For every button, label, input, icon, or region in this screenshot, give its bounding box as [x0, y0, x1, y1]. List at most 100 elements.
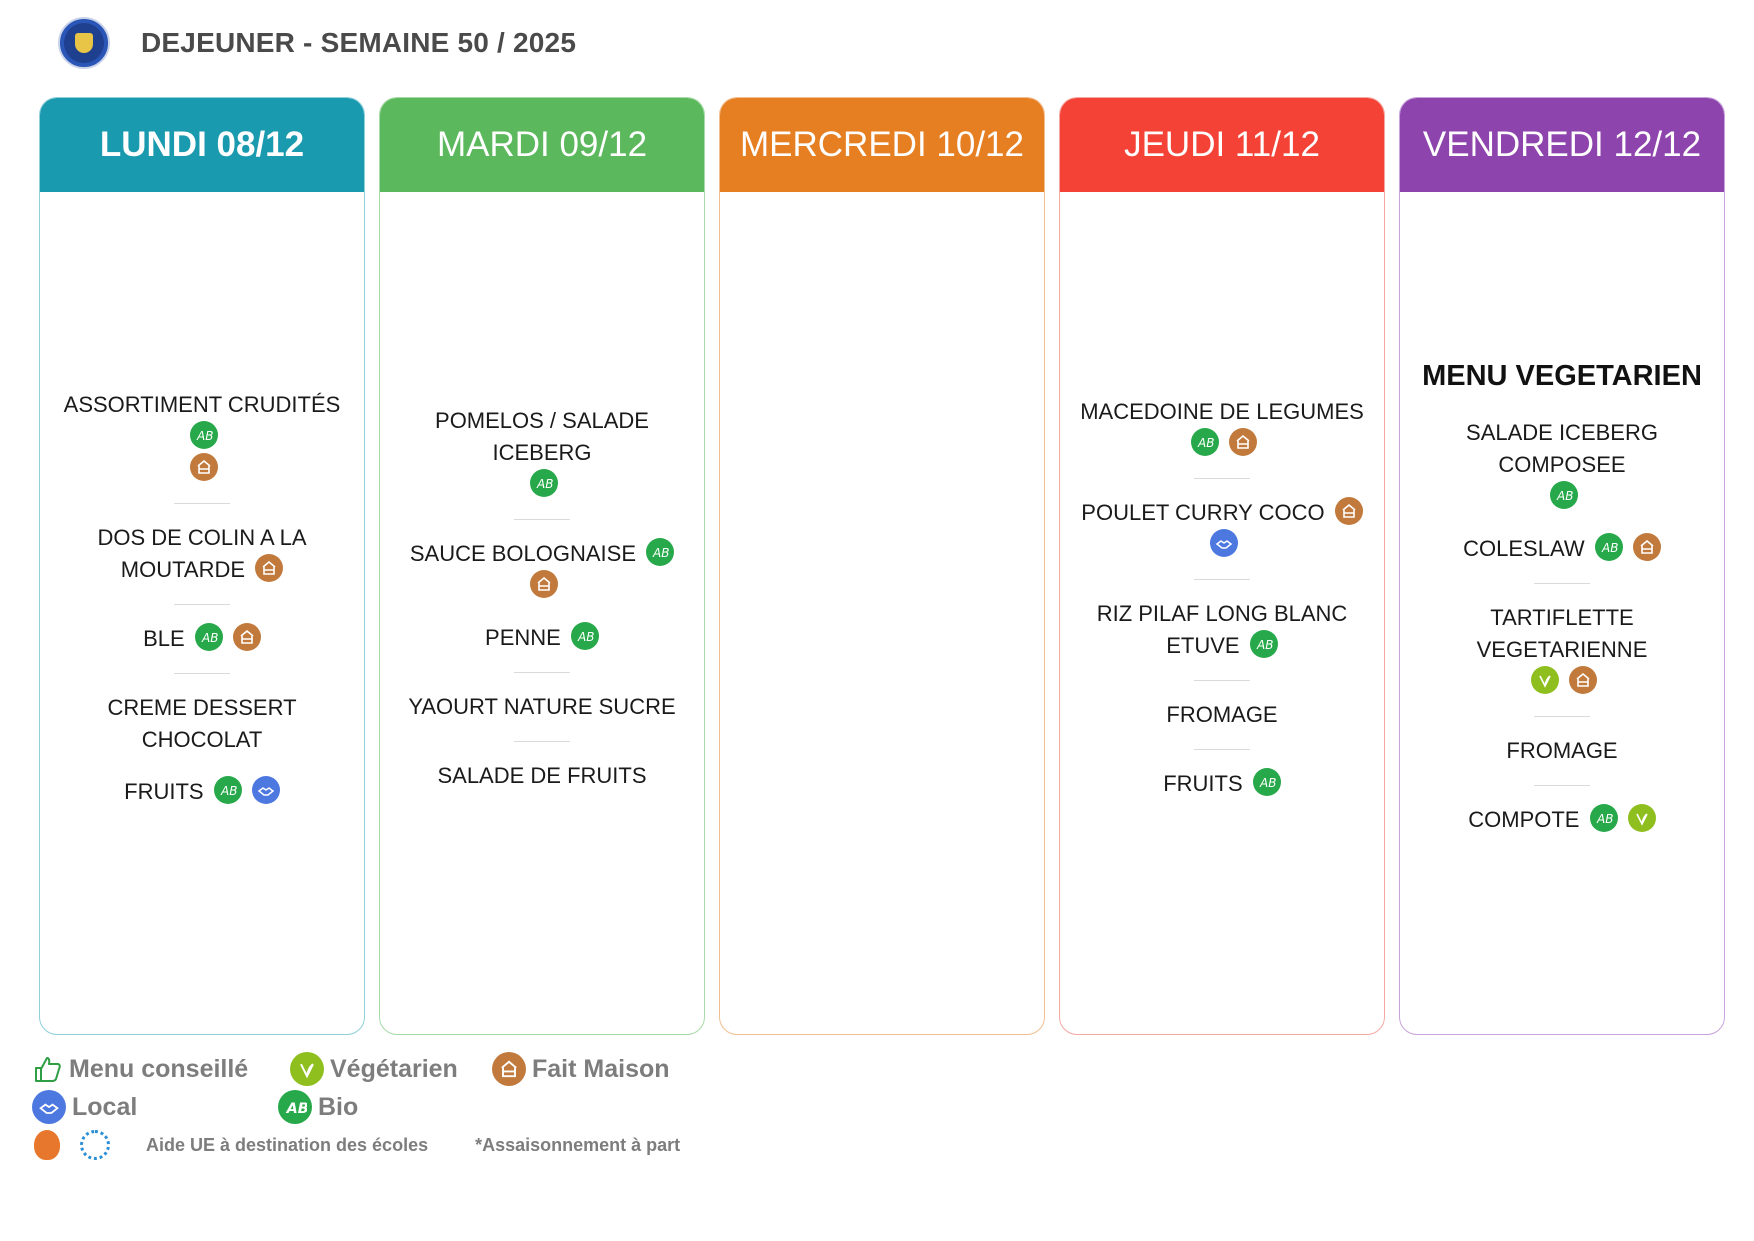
dish-separator	[514, 518, 570, 520]
fait-maison-icon	[1334, 497, 1363, 526]
day-column-lundi: LUNDI 08/12 ASSORTIMENT CRUDITÉS AB DOS …	[39, 97, 365, 1035]
aide-ue-text: Aide UE à destination des écoles	[146, 1134, 429, 1155]
dish-separator	[174, 603, 230, 605]
dish-name: POMELOS / SALADE ICEBERG	[435, 407, 649, 465]
bio-icon: AB	[530, 468, 558, 497]
svg-text:AB: AB	[220, 784, 237, 798]
local-icon	[1210, 529, 1238, 558]
day-menu-jeudi: MACEDOINE DE LEGUMES AB POULET CURRY COC…	[1060, 192, 1384, 1034]
dish-separator	[514, 740, 570, 742]
fait-maison-icon	[530, 569, 558, 598]
fait-maison-icon	[232, 622, 261, 651]
menu-vegetarien-title: MENU VEGETARIEN	[1422, 360, 1702, 392]
dish-separator	[1534, 785, 1590, 786]
dish-item: COMPOTE AB	[1468, 804, 1656, 836]
dish-name: FROMAGE	[1506, 738, 1618, 763]
bio-icon: AB	[278, 1090, 312, 1124]
dish-separator	[174, 672, 230, 674]
dish-separator	[1194, 579, 1250, 580]
dish-name: FROMAGE	[1166, 702, 1278, 727]
svg-text:AB: AB	[196, 429, 213, 443]
bio-icon: AB	[1594, 533, 1623, 562]
legend: Menu conseillé Végétarien Fait Maison Lo…	[32, 1050, 670, 1126]
fait-maison-icon	[492, 1052, 526, 1086]
dish-name: SALADE ICEBERG COMPOSEE	[1466, 420, 1658, 477]
bio-icon: AB	[646, 537, 675, 566]
day-column-vendredi: VENDREDI 12/12 MENU VEGETARIEN SALADE IC…	[1399, 97, 1725, 1035]
svg-text:AB: AB	[652, 546, 669, 560]
dish-item: FROMAGE	[1506, 735, 1617, 767]
dish-item: RIZ PILAF LONG BLANC ETUVE AB	[1077, 598, 1367, 662]
legend-footer: Aide UE à destination des écoles *Assais…	[34, 1130, 680, 1160]
dish-item: FRUITS AB	[1163, 768, 1281, 800]
dish-name: MACEDOINE DE LEGUMES	[1080, 399, 1364, 424]
dish-separator	[1194, 478, 1250, 479]
bio-icon: AB	[194, 622, 223, 651]
dish-item: MACEDOINE DE LEGUMES AB	[1080, 396, 1364, 460]
fait-maison-icon	[1569, 666, 1598, 695]
dish-item: PENNE AB	[485, 621, 599, 654]
legend-local: Local	[32, 1090, 278, 1124]
bio-icon: AB	[1252, 768, 1281, 797]
dish-item: BLE AB	[143, 622, 261, 655]
legend-vegetarien: Végétarien	[290, 1052, 492, 1086]
dish-item: TARTIFLETTE VEGETARIENNE	[1417, 602, 1707, 698]
dish-name: YAOURT NATURE SUCRE	[408, 693, 676, 719]
dish-separator	[514, 671, 570, 673]
local-icon	[251, 775, 280, 804]
svg-text:AB: AB	[286, 1101, 307, 1117]
assaisonnement-note: *Assaisonnement à part	[475, 1134, 681, 1155]
dish-item: COLESLAW AB	[1463, 533, 1661, 565]
dish-name: ASSORTIMENT CRUDITÉS	[63, 391, 341, 417]
bio-icon: AB	[570, 621, 599, 650]
eu-fruit-icon	[34, 1130, 60, 1160]
dish-name: FRUITS	[1163, 771, 1243, 796]
svg-text:AB: AB	[1256, 638, 1273, 652]
bio-icon: AB	[190, 420, 218, 449]
day-header-jeudi: JEUDI 11/12	[1060, 98, 1384, 192]
dish-item: CREME DESSERT CHOCOLAT	[57, 692, 347, 756]
fait-maison-icon	[190, 452, 218, 481]
day-header-lundi: LUNDI 08/12	[40, 98, 364, 192]
dish-item: SALADE DE FRUITS	[437, 760, 646, 792]
dish-item: FRUITS AB	[124, 775, 280, 808]
page-title: DEJEUNER - SEMAINE 50 / 2025	[141, 27, 577, 58]
dish-separator	[1534, 716, 1590, 717]
dish-item: POULET CURRY COCO	[1081, 497, 1363, 561]
local-icon	[32, 1090, 66, 1124]
day-menu-mercredi	[720, 192, 1044, 1034]
eu-milk-icon	[80, 1130, 110, 1160]
page-header: DEJEUNER - SEMAINE 50 / 2025	[58, 17, 577, 69]
svg-text:AB: AB	[1596, 812, 1613, 826]
day-menu-mardi: POMELOS / SALADE ICEBERG AB SAUCE BOLOGN…	[380, 192, 704, 1034]
bio-icon: AB	[213, 775, 242, 804]
svg-text:AB: AB	[1556, 489, 1573, 503]
day-column-mercredi: MERCREDI 10/12	[719, 97, 1045, 1035]
dish-name: SAUCE BOLOGNAISE	[409, 540, 637, 566]
legend-bio: AB Bio	[278, 1090, 358, 1124]
svg-text:AB: AB	[1197, 436, 1214, 450]
dish-item: YAOURT NATURE SUCRE	[408, 691, 675, 723]
svg-text:AB: AB	[577, 630, 594, 644]
dish-name: BLE	[143, 625, 185, 651]
bio-icon: AB	[1589, 804, 1618, 833]
vegetarien-icon	[290, 1052, 324, 1086]
legend-menu-conseille: Menu conseillé	[32, 1053, 290, 1085]
day-menu-vendredi: MENU VEGETARIEN SALADE ICEBERG COMPOSEE …	[1400, 192, 1724, 1034]
dish-separator	[1534, 583, 1590, 584]
day-menu-lundi: ASSORTIMENT CRUDITÉS AB DOS DE COLIN A L…	[40, 192, 364, 1034]
school-logo	[58, 17, 110, 69]
dish-item: SAUCE BOLOGNAISE AB	[397, 537, 687, 602]
bio-icon: AB	[1249, 630, 1278, 659]
dish-name: CREME DESSERT CHOCOLAT	[107, 694, 297, 752]
dish-item: FROMAGE	[1166, 699, 1277, 731]
dish-name: COLESLAW	[1463, 536, 1585, 561]
bio-icon: AB	[1190, 428, 1219, 457]
day-header-vendredi: VENDREDI 12/12	[1400, 98, 1724, 192]
vegetarien-icon	[1627, 804, 1656, 833]
dish-name: DOS DE COLIN A LA MOUTARDE	[97, 524, 307, 582]
fait-maison-icon	[1632, 533, 1661, 562]
dish-item: POMELOS / SALADE ICEBERG AB	[397, 405, 687, 501]
bio-icon: AB	[1550, 481, 1578, 510]
dish-separator	[174, 502, 230, 504]
